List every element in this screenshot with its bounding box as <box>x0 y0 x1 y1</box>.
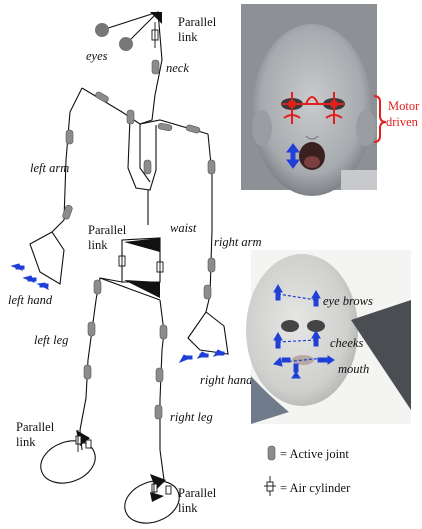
mouth-label: mouth <box>338 362 369 376</box>
neck-label: neck <box>166 61 189 75</box>
right-leg-label: right leg <box>170 410 213 424</box>
waist-label: waist <box>170 221 197 235</box>
cheeks-label: cheeks <box>330 336 363 350</box>
motor-driven-label-1: Motor <box>388 99 420 113</box>
face-photo-bottom <box>246 250 411 424</box>
left-arm-label: left arm <box>30 161 69 175</box>
skeleton-links <box>30 12 228 529</box>
eye-brows-label: eye brows <box>323 294 373 308</box>
face-photo-top <box>241 4 386 196</box>
hand-actuator-arrows <box>12 264 224 362</box>
parallel-link-left-foot-label-1: Parallel <box>16 420 55 434</box>
air-cylinder-legend-swatch <box>264 476 276 496</box>
right-arm-label: right arm <box>214 235 262 249</box>
right-hand-label: right hand <box>200 373 253 387</box>
eyes-label: eyes <box>86 49 108 63</box>
air-cylinder-legend-label: = Air cylinder <box>280 481 351 495</box>
active-joint-legend-label: = Active joint <box>280 447 349 461</box>
legend: = Active joint = Air cylinder <box>264 446 351 496</box>
parallel-link-waist-label-2: link <box>88 238 108 252</box>
air-cylinders <box>76 22 171 500</box>
parallel-link-neck-label-2: link <box>178 30 198 44</box>
skeleton-labels: eyes Parallel link neck left arm Paralle… <box>8 15 262 515</box>
parallel-link-right-foot-label-2: link <box>178 501 198 515</box>
parallel-link-neck-label-1: Parallel <box>178 15 217 29</box>
left-hand-label: left hand <box>8 293 53 307</box>
parallel-link-waist-label-1: Parallel <box>88 223 127 237</box>
left-leg-label: left leg <box>34 333 68 347</box>
motor-driven-label-2: driven <box>386 115 419 129</box>
active-joint-legend-swatch <box>268 446 275 460</box>
eyes-spheres <box>95 23 133 51</box>
parallel-link-right-foot-label-1: Parallel <box>178 486 217 500</box>
parallel-link-left-foot-label-2: link <box>16 435 36 449</box>
